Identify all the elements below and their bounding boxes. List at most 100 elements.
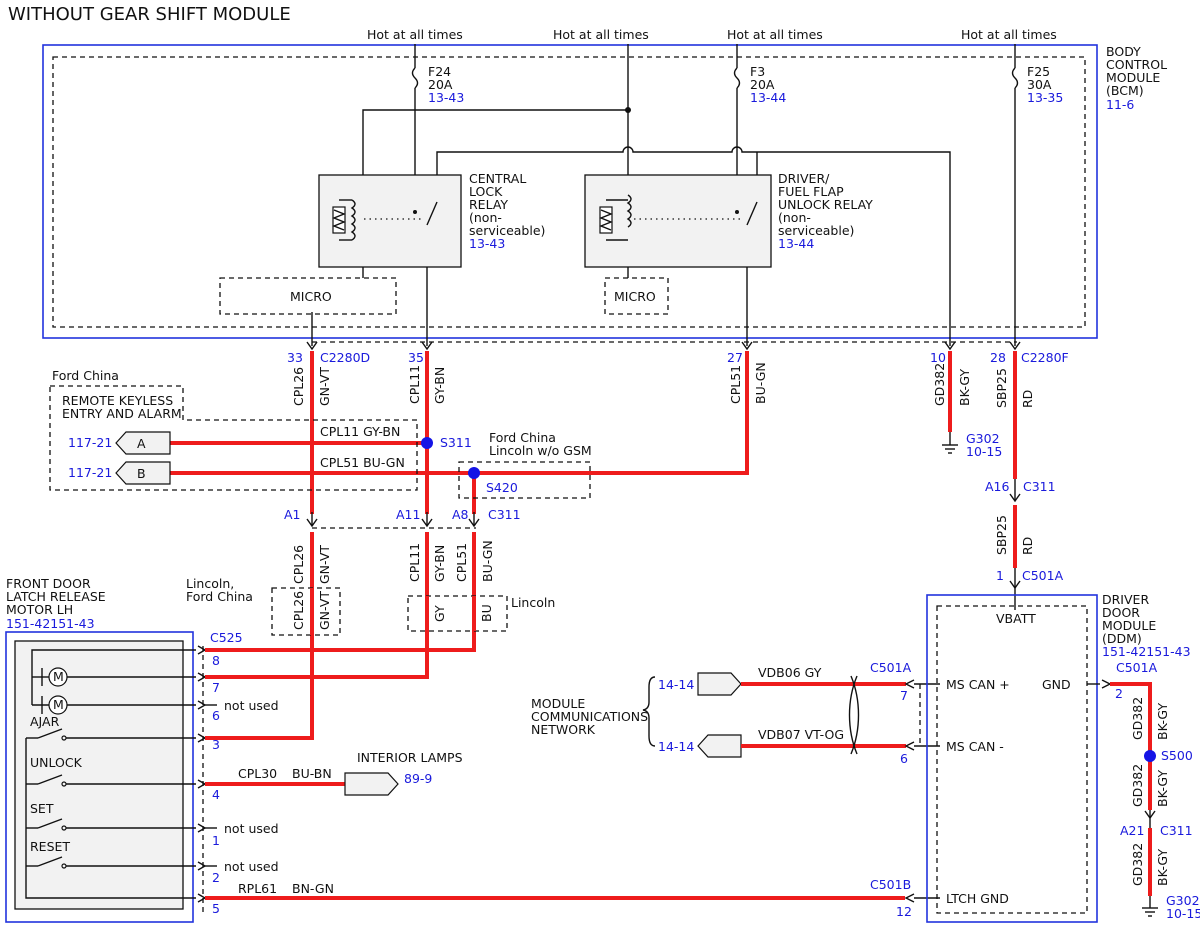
- connector-c501a-net: C501A: [870, 660, 912, 675]
- c311-a1: A1: [284, 507, 301, 522]
- network-connector-plus-icon: [697, 672, 742, 696]
- network-label: MODULE COMMUNICATIONS NETWORK: [531, 696, 648, 737]
- pin-35: 35: [408, 350, 424, 365]
- svg-text:A: A: [137, 436, 146, 451]
- connector-c525: C525: [210, 630, 243, 645]
- svg-text:F25: F25: [1027, 64, 1050, 79]
- svg-text:CPL26: CPL26: [291, 367, 306, 406]
- svg-text:CPL11: CPL11: [407, 365, 422, 404]
- svg-text:13-44: 13-44: [750, 90, 786, 105]
- micro-label-1: MICRO: [290, 289, 332, 304]
- svg-text:UNLOCK: UNLOCK: [30, 755, 83, 770]
- keyless-ref-a: 117-21: [68, 435, 112, 450]
- connector-c2280f: C2280F: [1021, 350, 1069, 365]
- svg-text:FRONT DOOR: FRONT DOOR: [6, 576, 91, 591]
- hot-label-4: Hot at all times: [961, 27, 1057, 42]
- wire-labels-mid: CPL26 GN-VT CPL11 GY-BN CPL51 BU-GN: [291, 540, 495, 584]
- latch-motor-outline: [5, 631, 194, 923]
- svg-text:CPL26: CPL26: [291, 545, 306, 584]
- connector-c2280d: C2280D: [320, 350, 370, 365]
- c525-pin-arrows: [197, 645, 207, 903]
- keyless-outline: [49, 385, 418, 491]
- network-connector-minus-icon: [697, 734, 742, 758]
- svg-text:11-6: 11-6: [1106, 97, 1134, 112]
- interior-lamps-ref: 89-9: [404, 771, 432, 786]
- driver-unlock-relay-label: DRIVER/ FUEL FLAP UNLOCK RELAY (non- ser…: [778, 171, 873, 251]
- motor-icon: M: [31, 649, 196, 705]
- bcm-outline: [42, 44, 1098, 339]
- c311-label-3: C311: [1160, 823, 1193, 838]
- svg-text:(DDM): (DDM): [1102, 631, 1142, 646]
- fuse-f24: F24 20A 13-43: [411, 64, 464, 105]
- c525-pin-4: 4: [212, 787, 220, 802]
- svg-text:MODULE: MODULE: [1106, 70, 1160, 85]
- wire-label-rpl61: RPL61: [238, 881, 277, 896]
- svg-text:LOCK: LOCK: [469, 184, 503, 199]
- variant-box-2: [407, 595, 508, 632]
- svg-text:DRIVER: DRIVER: [1102, 592, 1149, 607]
- svg-text:(BCM): (BCM): [1106, 83, 1144, 98]
- svg-text:151-42151-43: 151-42151-43: [6, 616, 95, 631]
- svg-text:DOOR: DOOR: [1102, 605, 1140, 620]
- svg-text:COMMUNICATIONS: COMMUNICATIONS: [531, 709, 648, 724]
- svg-text:CPL26: CPL26: [291, 591, 306, 630]
- svg-text:RELAY: RELAY: [469, 197, 508, 212]
- svg-text:M: M: [53, 669, 64, 684]
- c311-label-2: C311: [1023, 479, 1056, 494]
- wire-label-vdb06: VDB06 GY: [758, 665, 822, 680]
- pin-10: 10: [930, 350, 946, 365]
- wire-label-cpl30: CPL30: [238, 766, 277, 781]
- relay-coil-icon: [599, 194, 758, 241]
- c525-pin-8: 8: [212, 653, 220, 668]
- svg-text:(non-: (non-: [469, 210, 502, 225]
- splice-s420-label: S420: [486, 480, 518, 495]
- network-ref-minus: 14-14: [658, 739, 694, 754]
- variant-lincoln-ford-china-1: Lincoln,: [186, 576, 234, 591]
- variant-lincoln: Lincoln: [511, 595, 555, 610]
- bcm-label: BODY CONTROL MODULE (BCM) 11-6: [1106, 44, 1167, 112]
- ground-g302-top-ref: 10-15: [966, 444, 1002, 459]
- ddm-pin-2: 2: [1115, 686, 1123, 701]
- micro-box-2: [604, 277, 669, 315]
- latch-motor-label: FRONT DOOR LATCH RELEASE MOTOR LH 151-42…: [6, 576, 106, 631]
- ddm-pin-1: 1: [996, 568, 1004, 583]
- fuse-f25: F25 30A 13-35: [1011, 64, 1063, 105]
- svg-text:GD382: GD382: [932, 363, 947, 406]
- pin-28: 28: [990, 350, 1006, 365]
- ddm-ms-can-minus: MS CAN -: [946, 739, 1004, 754]
- svg-text:RD: RD: [1020, 537, 1035, 555]
- not-used-2: not used: [224, 859, 279, 874]
- diagram-title: WITHOUT GEAR SHIFT MODULE: [8, 4, 291, 25]
- c525-pin-7: 7: [212, 680, 220, 695]
- svg-text:MODULE: MODULE: [1102, 618, 1156, 633]
- keyless-group-label: Ford China: [52, 368, 119, 383]
- svg-text:AJAR: AJAR: [30, 714, 60, 729]
- ddm-label: DRIVER DOOR MODULE (DDM) 151-42151-43: [1102, 592, 1191, 659]
- svg-text:BK-GY: BK-GY: [1155, 770, 1170, 807]
- switch-ajar: AJAR: [26, 714, 196, 741]
- c501b-pin-12: 12: [896, 904, 912, 919]
- variant-box-1: [271, 587, 341, 636]
- svg-text:SBP25: SBP25: [994, 368, 1009, 408]
- svg-text:FUEL FLAP: FUEL FLAP: [778, 184, 844, 199]
- keyless-ref-b: 117-21: [68, 465, 112, 480]
- switch-unlock: UNLOCK: [26, 755, 196, 787]
- s420-variant-box: [458, 461, 591, 499]
- ground-g302-bottom: G302: [1166, 893, 1200, 908]
- connector-c501b: C501B: [870, 877, 911, 892]
- wire-cpl51: [474, 351, 749, 475]
- svg-text:BK-GY: BK-GY: [1155, 703, 1170, 740]
- svg-text:CPL11: CPL11: [407, 543, 422, 582]
- connector-b-icon: B: [115, 461, 171, 485]
- wire-label-vdb07: VDB07 VT-OG: [758, 727, 844, 742]
- svg-text:CPL51: CPL51: [454, 543, 469, 582]
- micro-label-2: MICRO: [614, 289, 656, 304]
- svg-text:GD382: GD382: [1130, 843, 1145, 886]
- svg-text:13-43: 13-43: [428, 90, 464, 105]
- switch-reset: RESET: [26, 839, 196, 869]
- ddm-connector-c501a: C501A: [1022, 568, 1064, 583]
- variant-lincoln-ford-china-2: Ford China: [186, 589, 253, 604]
- c501a-pin-6: 6: [900, 751, 908, 766]
- svg-text:SBP25: SBP25: [994, 515, 1009, 555]
- svg-text:M: M: [53, 697, 64, 712]
